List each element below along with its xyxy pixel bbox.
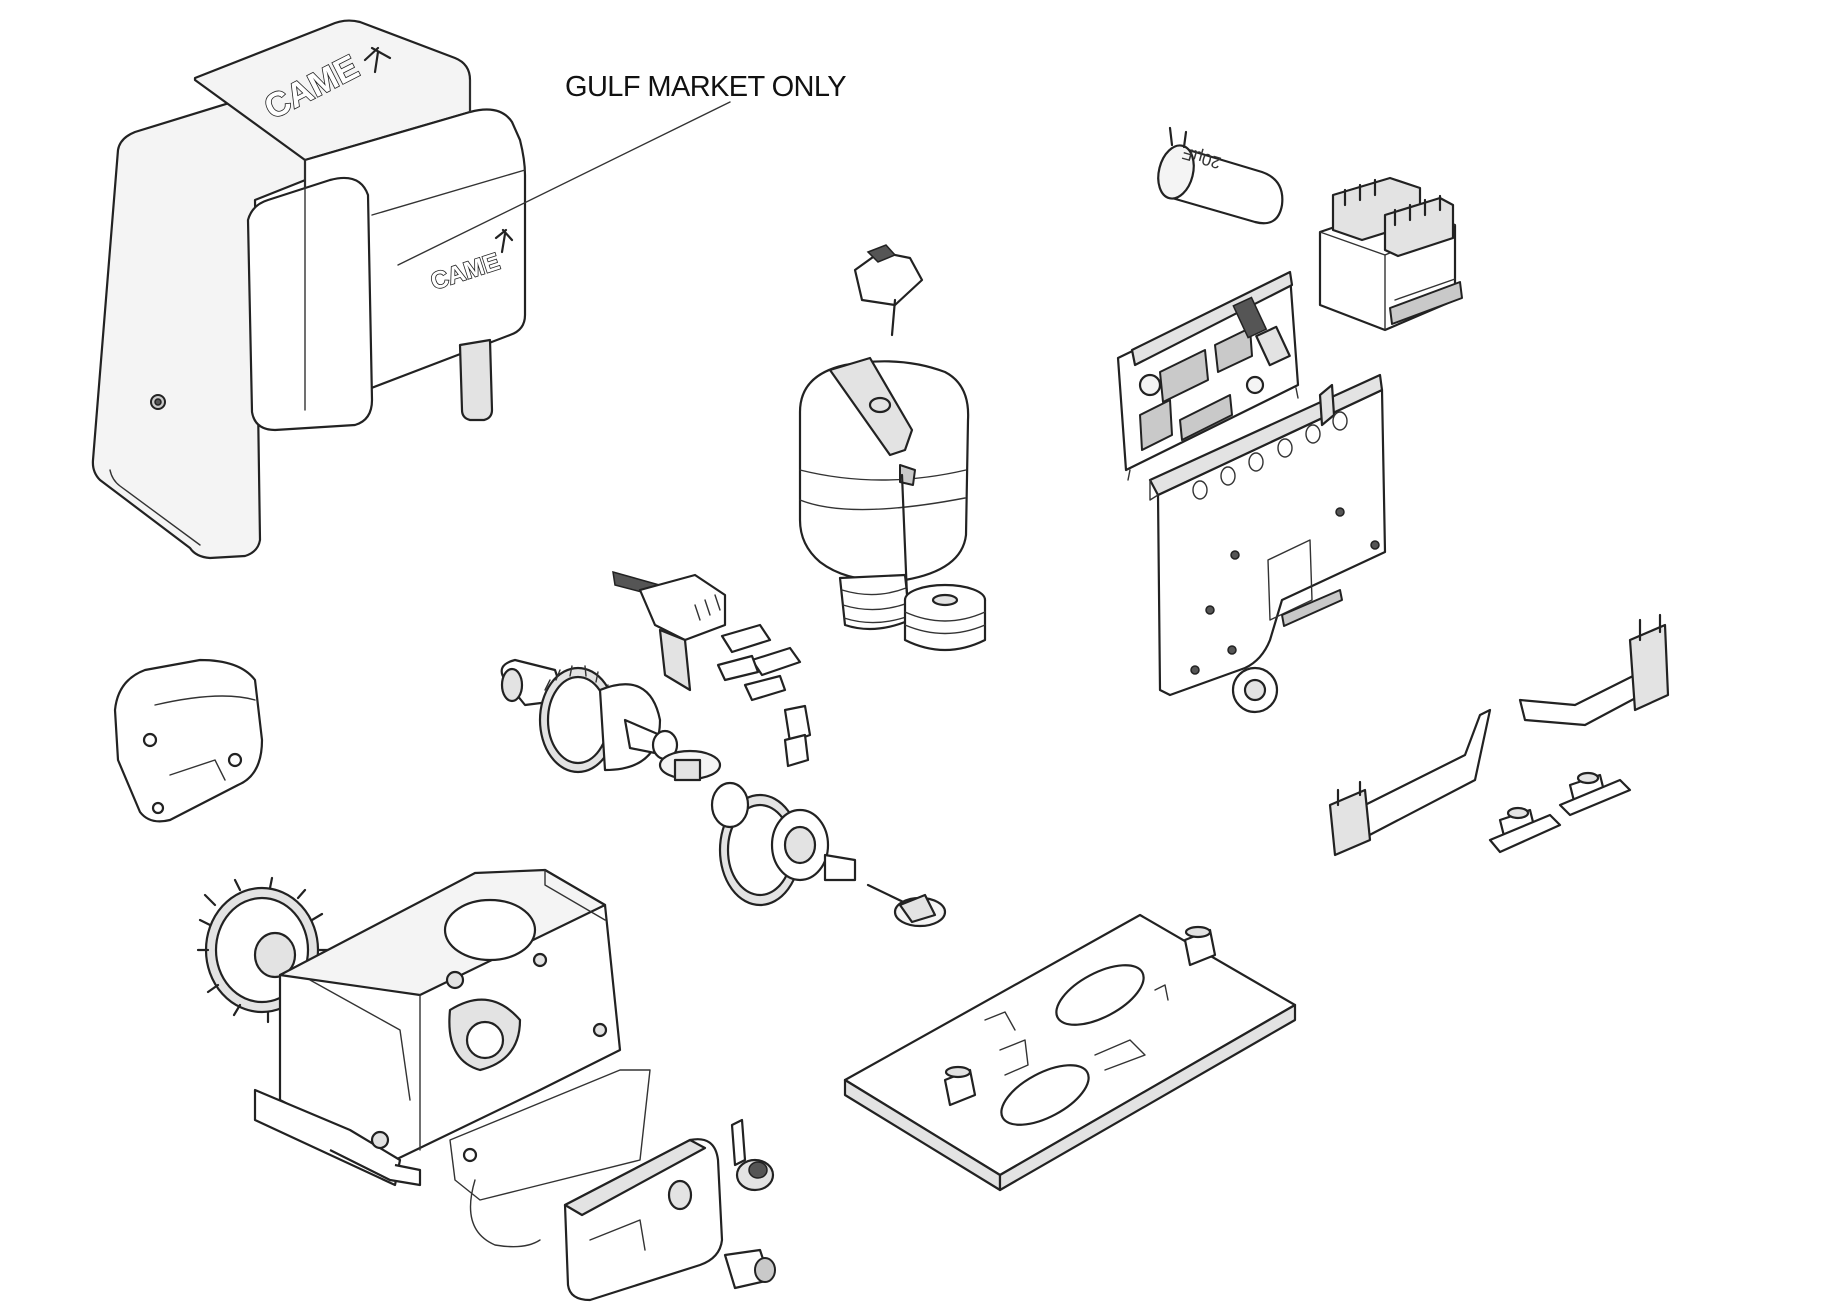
- limit-switch-block: [612, 570, 727, 692]
- callout-leader-line: [397, 101, 731, 266]
- motor-pulley: [903, 583, 987, 652]
- rear-end-cap: [113, 658, 264, 823]
- foundation-bolts: [943, 925, 1217, 1107]
- callout: GULF MARKET ONLY: [397, 71, 847, 266]
- encoder-sensor: [853, 244, 924, 337]
- intermediate-gear: [710, 781, 857, 907]
- main-cover-housing: CAME CAME: [91, 19, 527, 560]
- capacitor: 20µF: [1157, 126, 1284, 225]
- control-board: [1116, 270, 1300, 481]
- adjustment-bolts: [1488, 771, 1632, 854]
- mounting-bracket-plate: [1148, 373, 1387, 714]
- limit-switch-bracket-left: [1328, 708, 1492, 857]
- lock-cylinder: [730, 1118, 775, 1192]
- transformer: [1318, 176, 1463, 332]
- gearbox-base: [253, 868, 622, 1187]
- limit-switch-bracket-right: [1518, 613, 1670, 727]
- foundation-plate: [843, 913, 1297, 1192]
- callout-text: GULF MARKET ONLY: [565, 71, 846, 103]
- micro-switches: [716, 623, 802, 702]
- release-lever-cover: [563, 1138, 724, 1302]
- release-key: [723, 1248, 776, 1290]
- gasket-seal: [449, 1069, 651, 1248]
- connector-plug: [783, 704, 812, 768]
- electric-motor: [798, 356, 970, 631]
- worm-shaft: [866, 883, 947, 928]
- output-shaft-gear: [500, 658, 722, 782]
